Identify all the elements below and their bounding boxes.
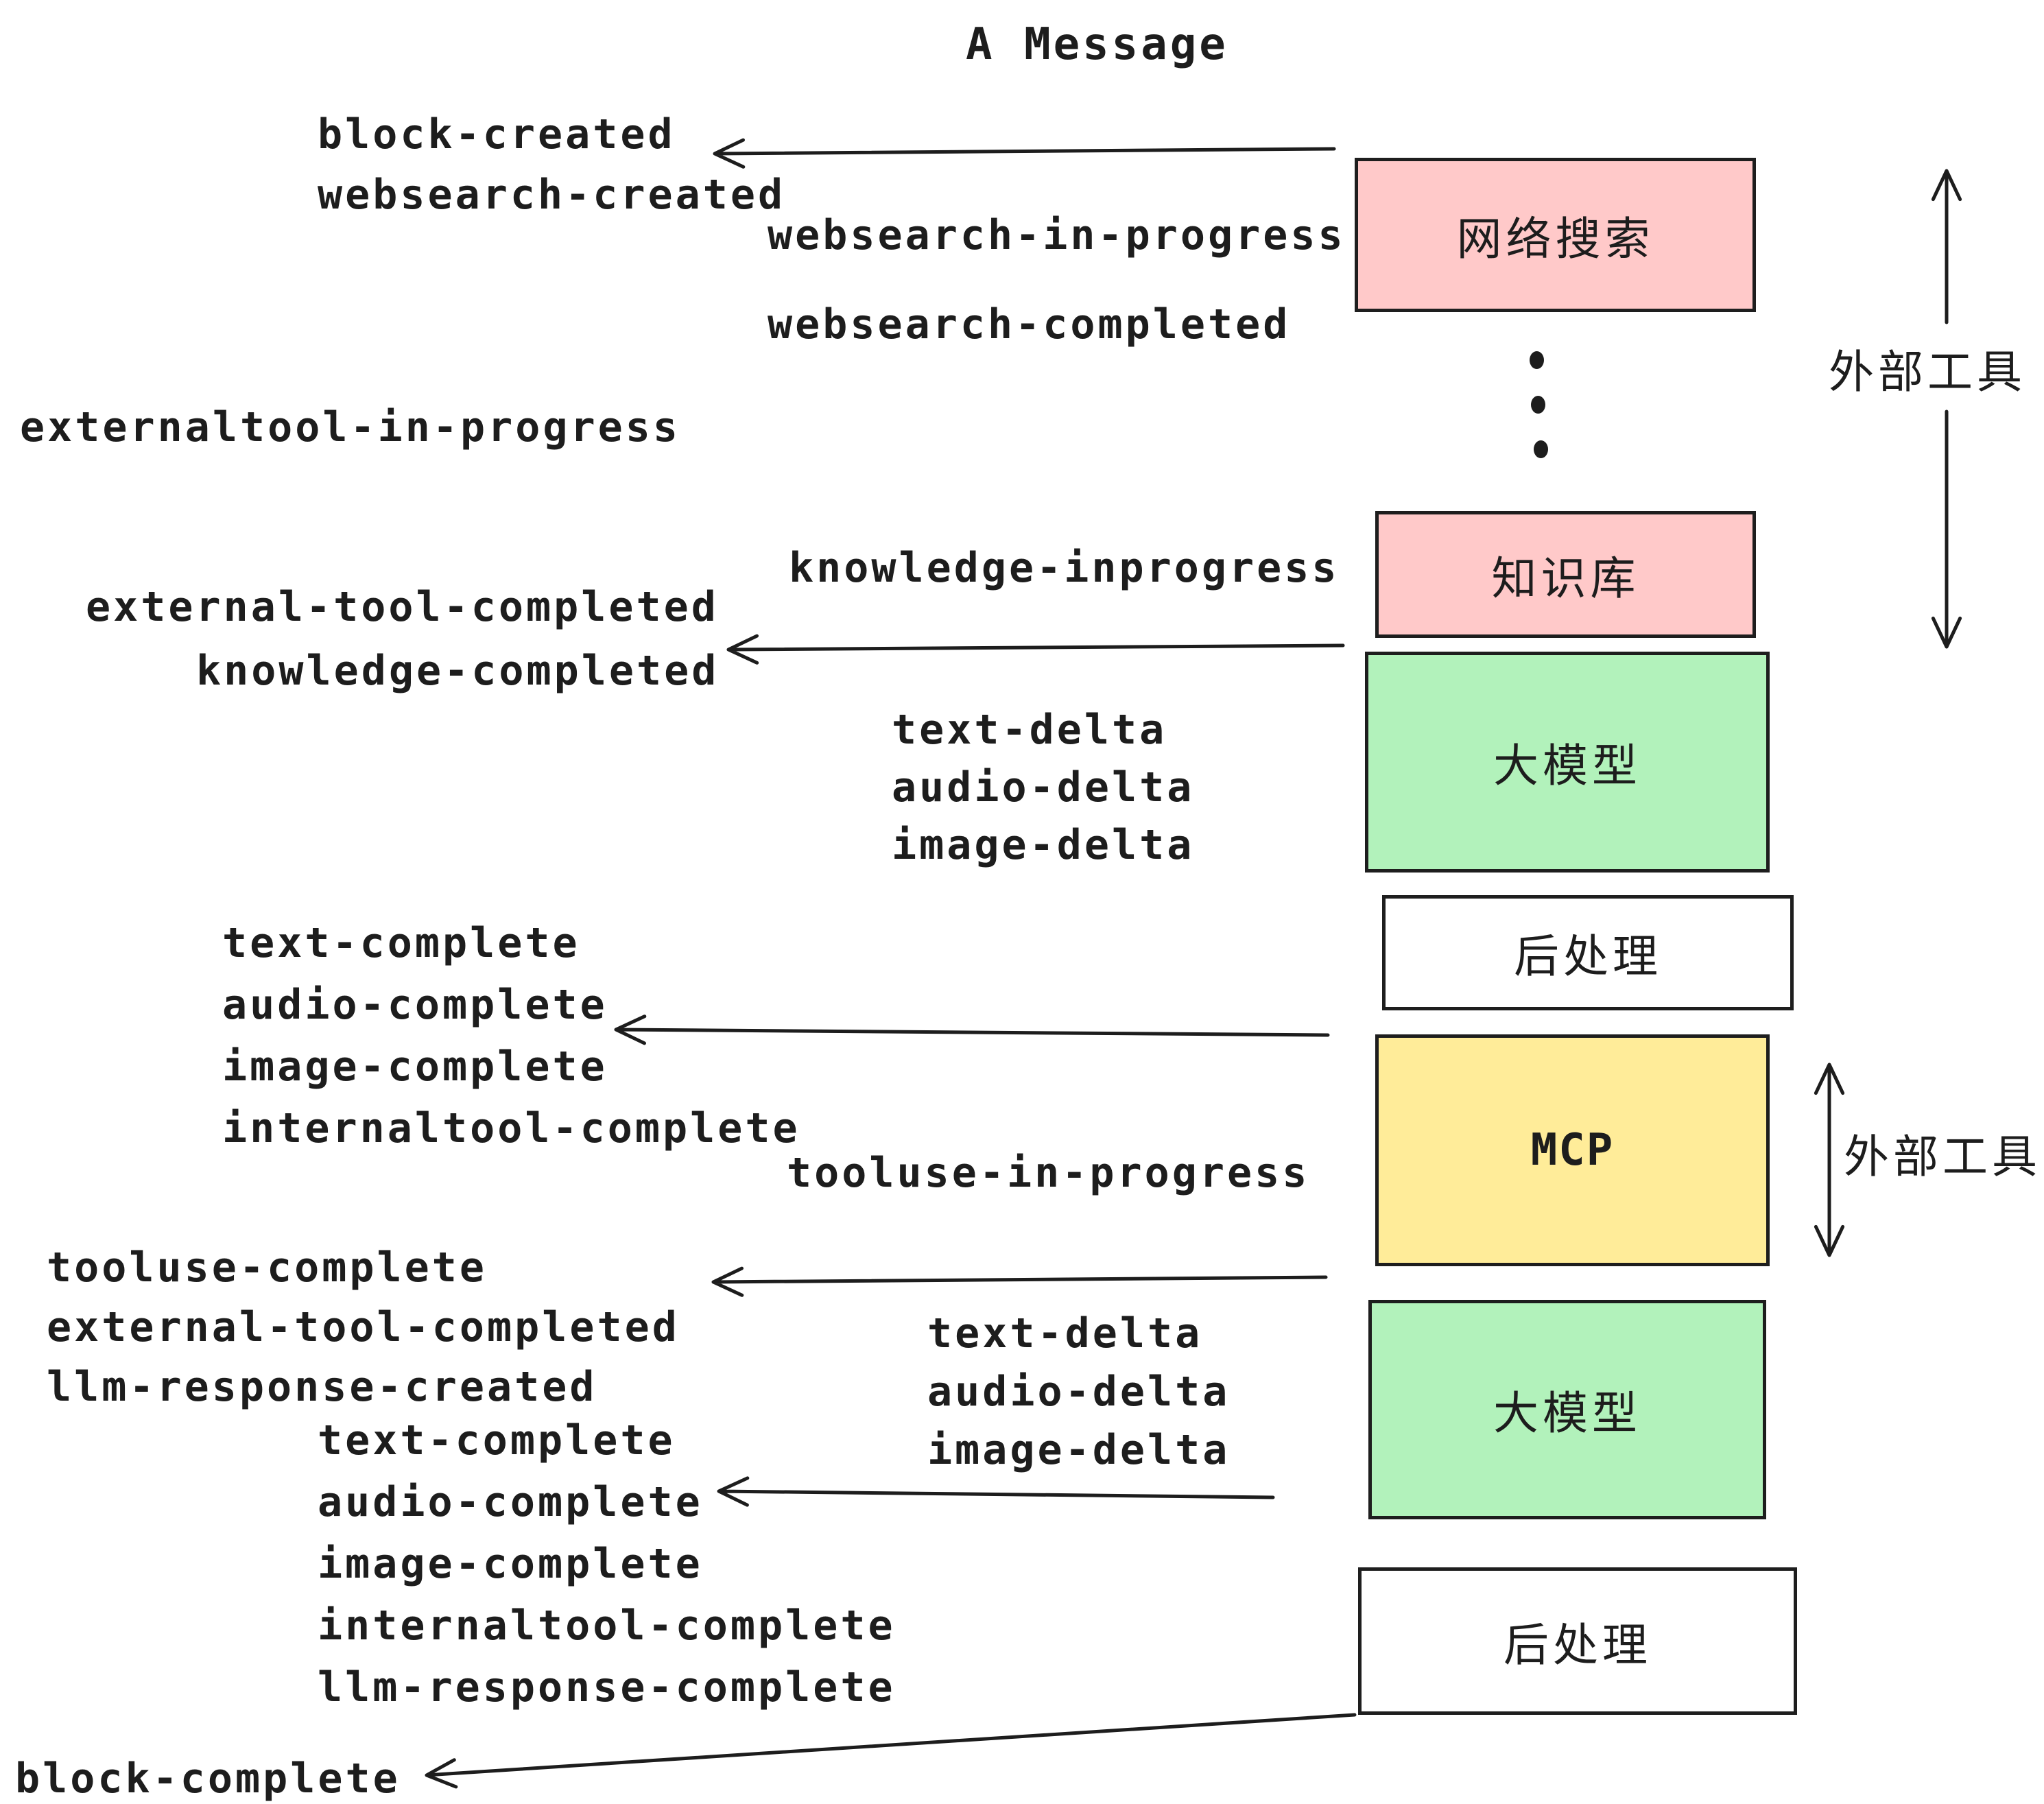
event-group-knowledge-completed: knowledge-completed <box>196 647 719 695</box>
external-tools-label-mcp: 外部工具 <box>1844 1131 2041 1182</box>
node-knowledge-label: 知识库 <box>1491 552 1640 604</box>
event-label-internaltool-complete-2: internaltool-complete <box>318 1602 896 1650</box>
node-mcp: MCP <box>1375 1034 1770 1266</box>
node-llm-bottom: 大模型 <box>1368 1300 1766 1519</box>
event-label-websearch-created: websearch-created <box>318 171 786 219</box>
arrow-to-tooluse-complete <box>711 1266 1328 1297</box>
node-post-top-label: 后处理 <box>1514 931 1662 982</box>
event-label-external-tool-completed: external-tool-completed <box>86 583 719 631</box>
external-tools-top-arrow-down <box>1931 410 1962 649</box>
arrow-to-knowledge-completed <box>726 634 1345 665</box>
node-mcp-label: MCP <box>1530 1125 1615 1176</box>
ellipsis-dot <box>1531 396 1545 414</box>
event-group-completes-1: text-complete audio-complete image-compl… <box>222 912 800 1159</box>
event-label-text-delta-2: text-delta <box>927 1309 1203 1357</box>
node-knowledge: 知识库 <box>1375 511 1756 638</box>
external-tools-top-arrow-up <box>1931 169 1962 324</box>
node-post-top: 后处理 <box>1382 895 1794 1010</box>
event-label-audio-delta-2: audio-delta <box>927 1368 1231 1416</box>
event-label-audio-delta: audio-delta <box>892 763 1195 811</box>
page-title: A Message <box>966 19 1228 70</box>
event-label-text-complete-2: text-complete <box>318 1416 676 1464</box>
event-label-image-delta-2: image-delta <box>927 1426 1231 1474</box>
node-websearch: 网络搜索 <box>1355 158 1756 312</box>
event-label-image-delta: image-delta <box>892 821 1195 869</box>
event-group-external-tool-completed-1: external-tool-completed <box>86 583 719 631</box>
node-llm-top-label: 大模型 <box>1493 740 1641 791</box>
event-label-tooluse-in-progress: tooluse-in-progress <box>787 1149 1310 1197</box>
event-label-external-tool-completed-2: external-tool-completed <box>47 1303 680 1351</box>
node-llm-top: 大模型 <box>1365 652 1770 873</box>
event-label-llm-response-created: llm-response-created <box>47 1363 597 1411</box>
event-label-websearch-completed: websearch-completed <box>768 300 1291 348</box>
event-label-image-complete: image-complete <box>222 1043 608 1091</box>
arrow-to-block-complete <box>425 1713 1357 1789</box>
event-group-tooluse-complete: tooluse-complete external-tool-completed… <box>47 1238 680 1417</box>
node-post-bottom: 后处理 <box>1358 1567 1797 1715</box>
ellipsis-dot <box>1534 440 1548 458</box>
event-group-knowledge-inprogress: knowledge-inprogress <box>789 544 1339 592</box>
event-group-tooluse-in-progress: tooluse-in-progress <box>787 1149 1309 1197</box>
event-label-tooluse-complete: tooluse-complete <box>47 1244 487 1292</box>
event-group-websearch-in-progress: websearch-in-progress <box>768 211 1346 259</box>
node-websearch-label: 网络搜索 <box>1456 213 1654 264</box>
event-group-completes-2: text-complete audio-complete image-compl… <box>318 1410 896 1718</box>
event-label-audio-complete-2: audio-complete <box>318 1478 703 1526</box>
event-group-deltas-2: text-delta audio-delta image-delta <box>927 1305 1230 1480</box>
event-label-block-complete: block-complete <box>15 1755 401 1803</box>
node-post-bottom-label: 后处理 <box>1504 1619 1652 1670</box>
external-tools-mcp-double-arrow <box>1814 1063 1845 1257</box>
event-label-internaltool-complete: internaltool-complete <box>222 1104 800 1152</box>
event-label-text-delta: text-delta <box>892 706 1167 754</box>
event-group-deltas-1: text-delta audio-delta image-delta <box>892 701 1194 874</box>
ellipsis-dot <box>1530 351 1544 369</box>
external-tools-label-top: 外部工具 <box>1829 346 2026 397</box>
event-label-externaltool-in-progress: externaltool-in-progress <box>20 403 680 451</box>
event-label-llm-response-complete: llm-response-complete <box>318 1663 896 1711</box>
event-label-text-complete: text-complete <box>222 919 580 967</box>
event-label-audio-complete: audio-complete <box>222 981 608 1029</box>
event-label-knowledge-inprogress: knowledge-inprogress <box>789 544 1340 592</box>
event-label-websearch-in-progress: websearch-in-progress <box>768 211 1346 259</box>
node-llm-bottom-label: 大模型 <box>1493 1388 1641 1438</box>
event-label-image-complete-2: image-complete <box>318 1540 703 1588</box>
event-label-block-created: block-created <box>318 110 676 158</box>
event-group-websearch-completed: websearch-completed <box>768 300 1290 348</box>
arrow-to-websearch-created <box>713 138 1336 169</box>
event-group-externaltool-in-progress: externaltool-in-progress <box>20 403 680 451</box>
event-group-block-created: block-created websearch-created <box>318 104 785 225</box>
event-label-knowledge-completed: knowledge-completed <box>196 647 720 695</box>
event-group-block-complete: block-complete <box>15 1755 401 1803</box>
